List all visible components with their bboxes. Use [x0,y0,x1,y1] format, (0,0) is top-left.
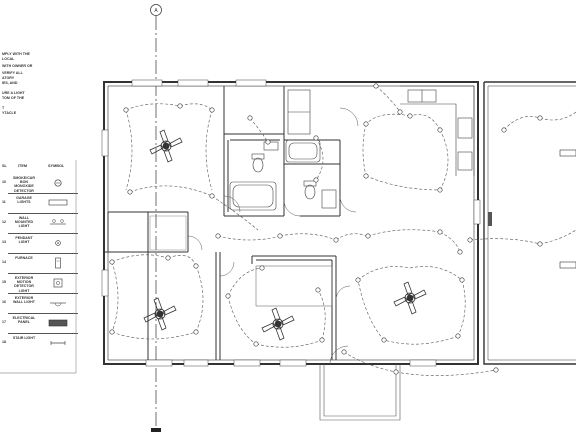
note-line: IES, AND [2,81,18,85]
electrical-panel-icon [48,319,68,327]
legend-row: 18 STAIR LIGHT [0,334,78,353]
note-line: WITH OWNER OR [2,64,33,68]
ceiling-fans [143,129,427,341]
legend-no: 10 [2,180,6,184]
note-line: LOCAL [2,57,15,61]
stair-light-icon [50,341,66,345]
ceiling-fan-icon [261,307,295,341]
note-line: ATORY [2,76,15,80]
legend-no: 16 [2,300,6,304]
furnace-icon [55,257,61,269]
ceiling-fan-icon [143,297,177,331]
legend-item: EXTERIOR WALL LIGHT [13,296,35,305]
light-fixtures [109,83,543,375]
pendant-light-icon [55,240,61,246]
bathroom-fixtures [229,89,337,211]
legend-header-item: ITEM [18,164,28,168]
note-line: VERIFY ALL [2,71,23,75]
legend-item: WALL MOUNTED LIGHT [14,216,34,229]
legend-header-symbol: SYMBOL [48,164,65,168]
legend-row: 15 EXTERIOR MOTION DETECTOR LIGHT [0,274,78,293]
legend-item: FURNACE [15,256,33,260]
grid-line-a: A [150,4,162,432]
legend-no: 17 [2,320,6,324]
note-line: URE A LIGHT [2,91,25,95]
legend-no: 15 [2,280,6,284]
legend-no: 14 [2,260,6,264]
garage-lights [559,149,576,269]
legend-row: 12 WALL MOUNTED LIGHT [0,214,78,233]
grid-marker-circle [150,4,162,16]
smoke-detector-icon [54,179,62,187]
legend-item: SMOKE/CAR BON MONOXIDE DETECTOR [13,176,35,193]
exterior-wall-light-icon [50,302,66,307]
entry-stoop [319,364,401,421]
garage-light-icon [48,199,68,206]
kitchen-counters [400,85,475,176]
electrical-panel [488,212,492,226]
legend-no: 12 [2,220,6,224]
legend-item: STAIR LIGHT [12,336,36,340]
ceiling-fan-icon [393,281,427,315]
legend-item: ELECTRICAL PANEL [12,316,36,325]
legend-row: 10 SMOKE/CAR BON MONOXIDE DETECTOR [0,174,78,193]
garage-walls [483,81,576,365]
note-line: TOM OF THE [2,96,25,100]
note-line: T [2,106,5,110]
legend-item: EXTERIOR MOTION DETECTOR LIGHT [14,276,34,293]
legend-row: 17 ELECTRICAL PANEL [0,314,78,333]
ceiling-fan-icon [149,129,183,163]
wall-light-icon [50,219,66,225]
legend-row: 16 EXTERIOR WALL LIGHT [0,294,78,313]
motion-light-icon [53,278,63,288]
legend-row: 13 PENDANT LIGHT [0,234,78,253]
legend-item: PENDANT LIGHT [15,236,33,245]
legend-no: 13 [2,240,6,244]
circuit-wiring [111,85,576,376]
interior-walls [104,86,341,360]
legend-no: 11 [2,200,6,204]
windows [101,79,481,367]
grid-marker-label: A [154,8,158,14]
door-swings [187,107,359,365]
note-line: MPLY WITH THE [2,52,30,56]
legend-item: GARAGE LIGHTS [16,196,32,205]
electrical-legend: SL ITEM SYMBOL 10 SMOKE/CAR BON MONOXIDE… [0,164,78,345]
note-line: YTACLE [2,111,17,115]
legend-header-no: SL [2,164,7,168]
legend-no: 18 [2,340,6,344]
legend-row: 14 FURNACE [0,254,78,273]
legend-row: 11 GARAGE LIGHTS [0,194,78,213]
